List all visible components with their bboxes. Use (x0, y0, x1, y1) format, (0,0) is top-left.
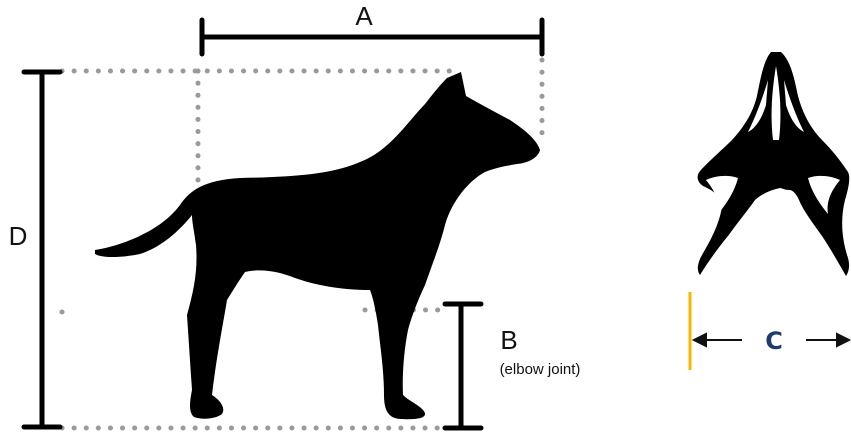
top-view-snout-center (771, 66, 781, 140)
label-b-note: (elbow joint) (500, 361, 581, 378)
label-a: A (355, 1, 373, 31)
arrow-right-icon (806, 332, 851, 348)
measure-b (442, 301, 484, 431)
top-view-snout-left (748, 80, 768, 132)
label-b: B (500, 325, 517, 355)
label-c: C (765, 327, 783, 355)
top-view-ear-right (808, 175, 840, 214)
top-view-snout-right (784, 80, 804, 132)
top-view-ear-left (706, 175, 738, 214)
arrow-left-icon (691, 332, 742, 348)
measure-d (21, 69, 63, 430)
label-d: D (9, 221, 28, 251)
dog-side-silhouette-icon (95, 72, 540, 420)
dog-top-view-silhouette-icon (697, 52, 850, 276)
measure-a (199, 17, 545, 57)
